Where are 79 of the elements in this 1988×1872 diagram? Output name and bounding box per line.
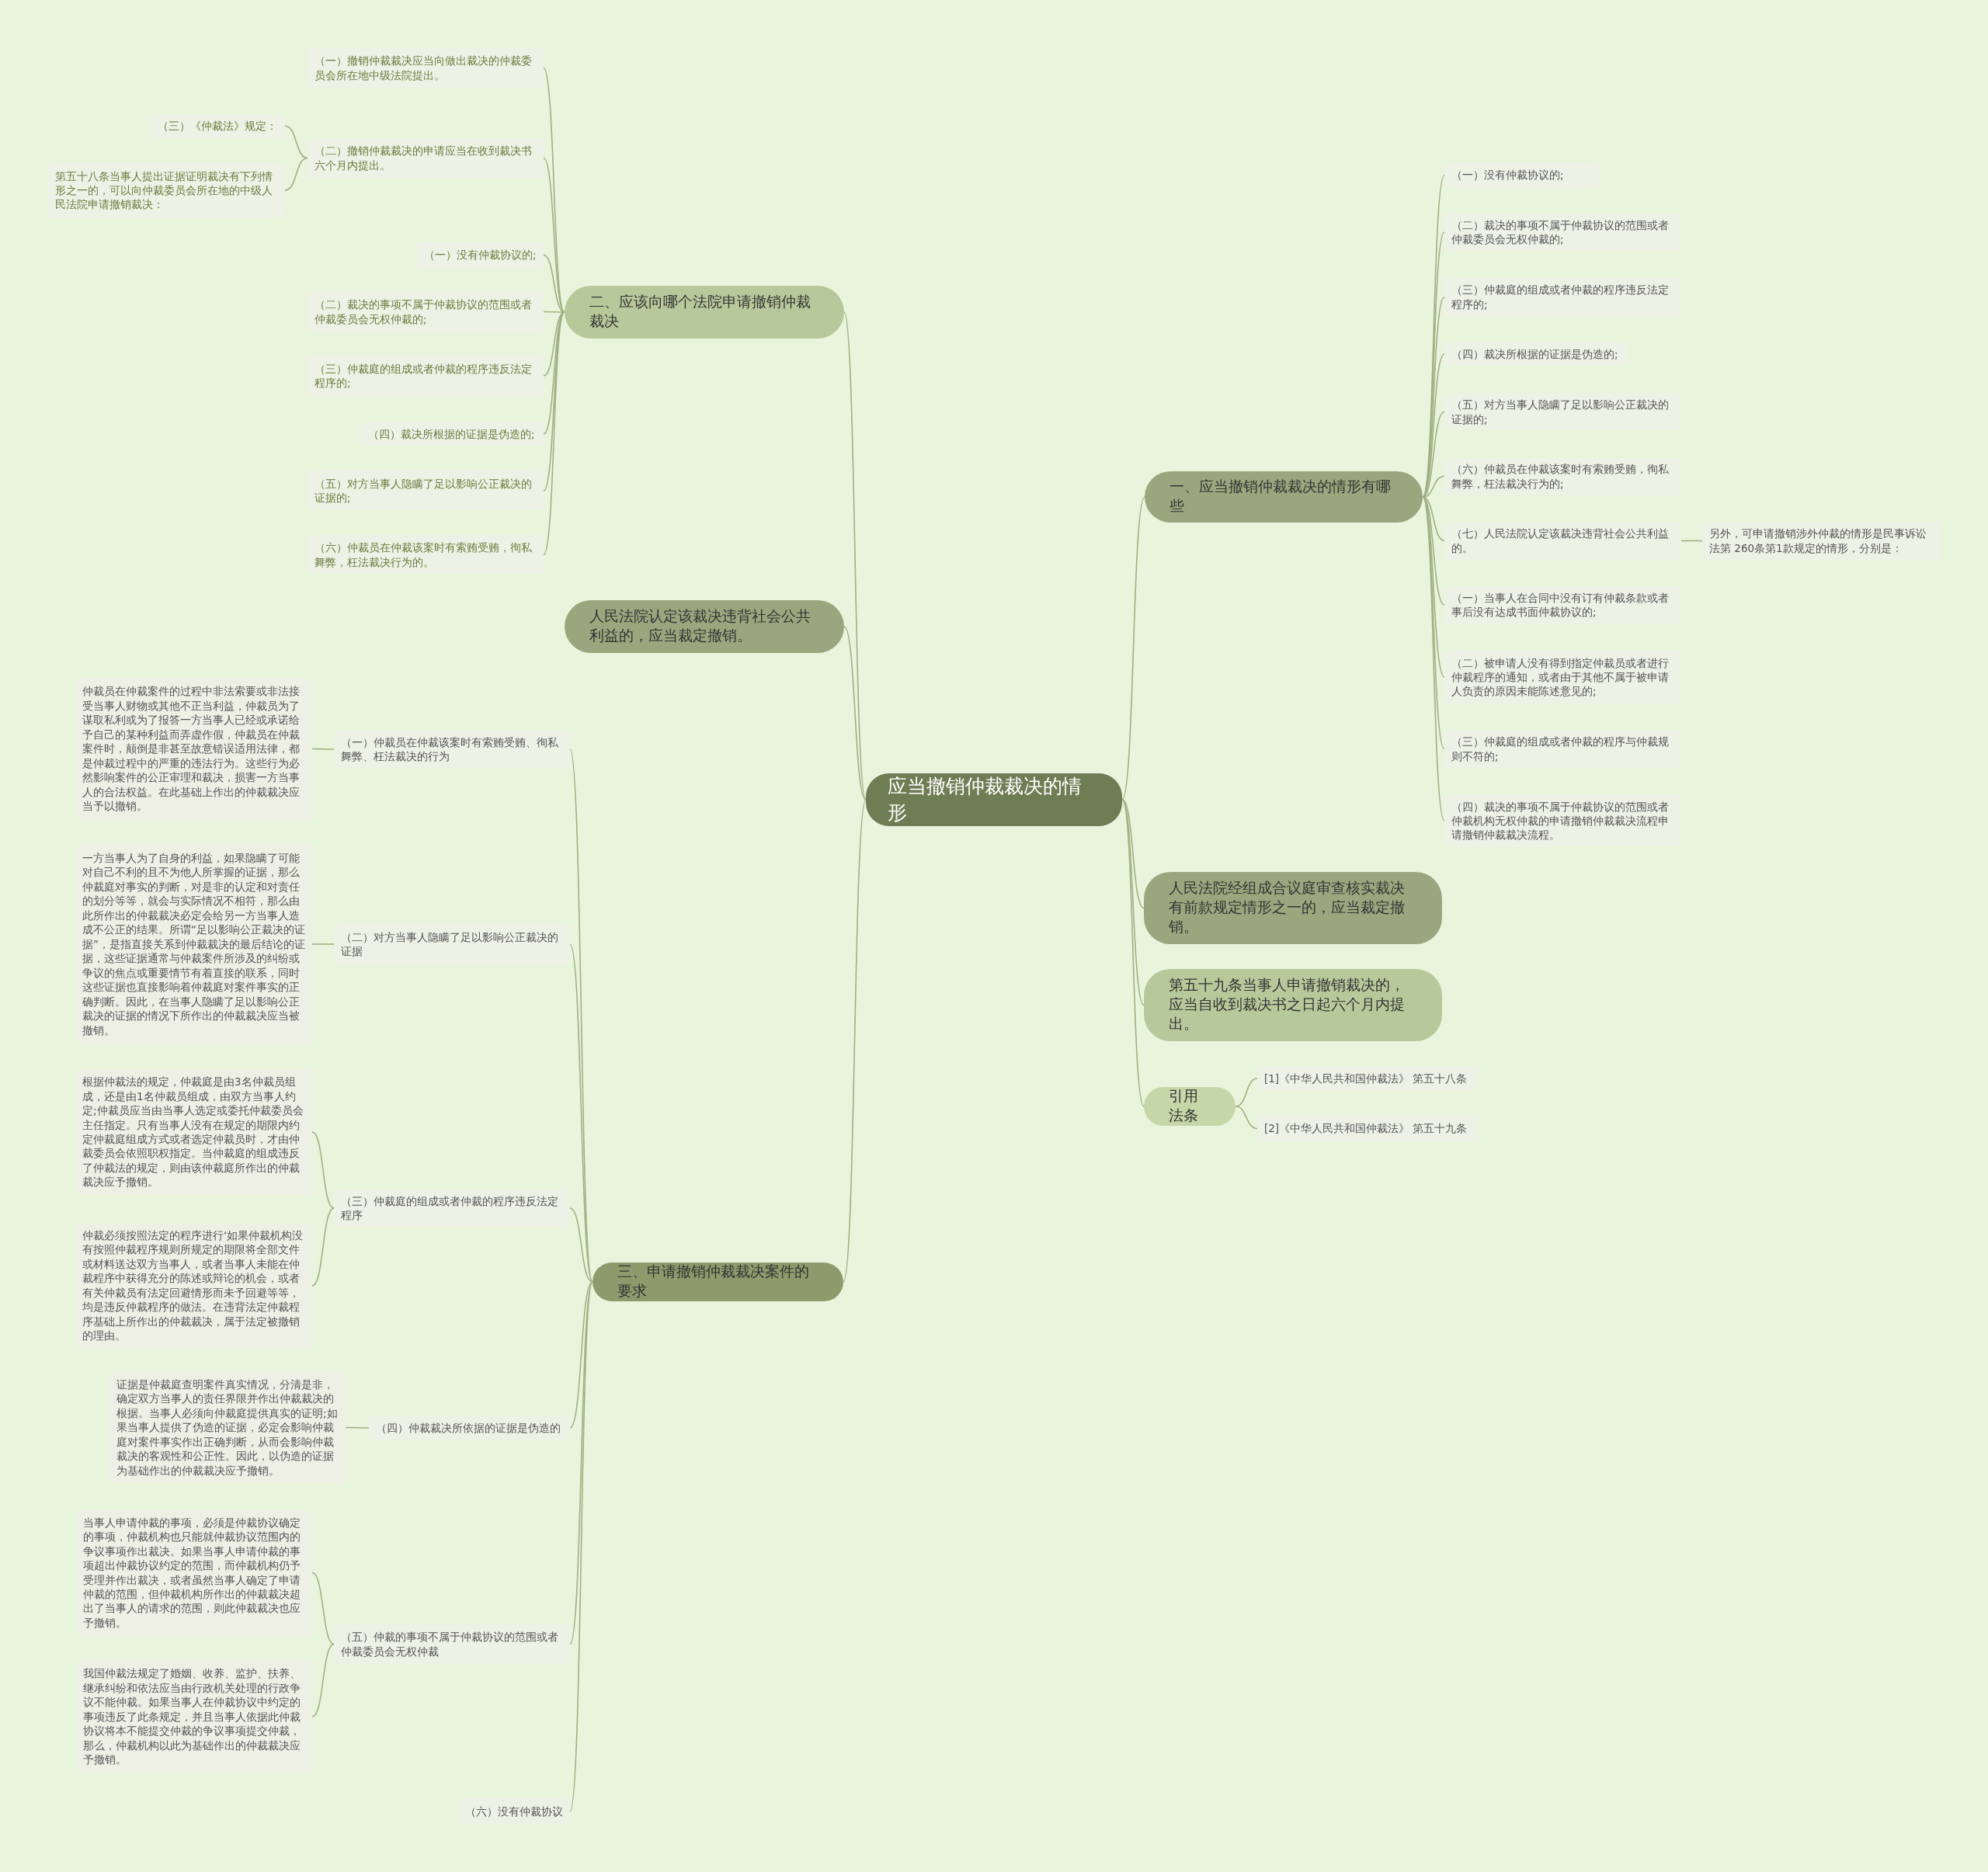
note-card: （三）《仲裁法》规定：: [151, 113, 285, 138]
note-card: 另外，可申请撤销涉外仲裁的情形是民事诉讼法第 260条第1款规定的情形，分别是：: [1702, 521, 1940, 561]
connector: [569, 1281, 593, 1429]
topic-pill: 第五十九条当事人申请撤销裁决的，应当自收到裁决书之日起六个月内提出。: [1144, 969, 1442, 1041]
note-card: （三）仲裁庭的组成或者仲裁的程序与仲裁规则不符的;: [1444, 730, 1681, 768]
detail-card: 一方当事人为了自身的利益，如果隐瞒了可能对自己不利的且不为他人所掌握的证据，那么仲裁庭对事实的判断，对是非的认定和对责任的划分等等，就会与实际情况不相符，那么由此所作出的仲裁裁决必定会给另一方当事人造成不公正的结果。所谓“足以影响公正裁决的证据”，是指直接关系到仲裁裁决的最后结论的证据，这些证据通常与仲裁案件所涉及的纠纷或争议的焦点或重要情节有着直接的联系，同时这些证据也直接影响着仲裁庭对案件事实的正确判断。因此，在当事人隐瞒了足以影响公正裁决的证据的情况下所作出的仲裁裁决应当被撤销。: [75, 845, 312, 1044]
topic-pill: 一、应当撤销仲裁裁决的情形有哪些: [1145, 471, 1423, 523]
note-card: （二）裁决的事项不属于仲裁协议的范围或者仲裁委员会无权仲裁的;: [308, 292, 544, 332]
connector: [311, 1131, 335, 1209]
connector: [1121, 798, 1145, 909]
note-card: [1]《中华人民共和国仲裁法》 第五十八条: [1257, 1066, 1478, 1091]
connector: [569, 943, 593, 1283]
note-card: （四）裁决的事项不属于仲裁协议的范围或者仲裁机构无权仲裁的申请撤销仲裁裁决流程申请撤销仲裁裁决流程。: [1444, 794, 1681, 847]
connector: [1121, 798, 1145, 1006]
note-card: （三）仲裁庭的组成或者仲裁的程序违反法定程序的;: [1444, 278, 1681, 316]
connector: [311, 748, 335, 750]
detail-card: 仲裁员在仲裁案件的过程中非法索要或非法接受当事人财物或其他不正当利益，仲裁员为了谋取私利或为了报答一方当事人已经或承诺给予自己的某种利益而弄虚作假，仲裁员在仲裁案件时，颠倒是非甚至故意错误适用法律，都是仲裁过程中的严重的违法行为。这些行为必然影响案件的公正审理和裁决，损害一方当事人的合法权益。在此基础上作出的仲裁裁决应当予以撤销。: [75, 679, 312, 819]
note-card: （二）撤销仲裁裁决的申请应当在收到裁决书六个月内提出。: [308, 138, 544, 178]
topic-pill: 人民法院经组成合议庭审查核实裁决有前款规定情形之一的，应当裁定撤销。: [1144, 872, 1442, 944]
connector: [1121, 798, 1145, 1107]
topic-pill: 三、申请撤销仲裁裁决案件的要求: [593, 1262, 843, 1301]
connector: [543, 311, 565, 556]
note-card: （一）没有仲裁协议的;: [1444, 163, 1600, 187]
connector: [843, 798, 867, 1283]
connector: [311, 1643, 335, 1717]
connector: [1422, 231, 1445, 498]
note-card: （四）裁决所根据的证据是伪造的;: [361, 422, 544, 446]
connector: [1235, 1106, 1258, 1130]
detail-card: 仲裁必须按照法定的程序进行‘如果仲裁机构没有按照仲裁程序规则所规定的期限将全部文件或材料送达双方当事人，或者当事人未能在仲裁程序中获得充分的陈述或辩论的机会，或者有关仲裁员有法定回避情形而未予回避等等，均是违反仲裁程序的做法。在违背法定仲裁程序基础上所作出的仲裁裁决，属于法定被撤销的理由。: [75, 1224, 312, 1348]
detail-card: 当事人申请仲裁的事项，必须是仲裁协议确定的事项，仲裁机构也只能就仲裁协议范围内的争议事项作出裁决。如果当事人申请仲裁的事项超出仲裁协议约定的范围，而仲裁机构仍予受理并作出裁决，或者虽然当事人确定了申请仲裁的范围，但仲裁机构所作出的仲裁裁决超出了当事人的请求的范围，则此仲裁裁决也应予撤销。: [76, 1510, 312, 1635]
connector: [569, 1207, 593, 1283]
connector: [1422, 475, 1445, 498]
note-card: （五）对方当事人隐瞒了足以影响公正裁决的证据的;: [308, 471, 544, 511]
connector: [311, 1207, 335, 1287]
central-topic-pill: 应当撤销仲裁裁决的情形: [866, 773, 1122, 826]
connector: [543, 157, 565, 313]
topic-pill: 人民法院认定该裁决违背社会公共利益的，应当裁定撤销。: [565, 600, 844, 653]
connector: [569, 1281, 593, 1645]
note-card: [2]《中华人民共和国仲裁法》 第五十九条: [1257, 1116, 1478, 1141]
detail-card: 证据是仲裁庭查明案件真实情况，分清是非，确定双方当事人的责任界限并作出仲裁裁决的根据。当事人必须向仲裁庭提供真实的证明;如果当事人提供了伪造的证据，必定会影响仲裁庭对案件事实作出正确判断，从而会影响仲裁裁决的客观性和公正性。因此，以伪造的证据为基础作出的仲裁裁决应予撤销。: [109, 1372, 346, 1483]
note-card: （二）对方当事人隐瞒了足以影响公正裁决的证据: [334, 925, 570, 964]
connector: [543, 254, 565, 313]
note-card: （四）仲裁裁决所依据的证据是伪造的: [369, 1415, 570, 1440]
note-card: （三）仲裁庭的组成或者仲裁的程序违反法定程序: [334, 1190, 570, 1227]
note-card: （一）没有仲裁协议的;: [417, 242, 544, 268]
connector: [543, 311, 565, 491]
note-card: （五）对方当事人隐瞒了足以影响公正裁决的证据的;: [1444, 393, 1681, 431]
note-card: （三）仲裁庭的组成或者仲裁的程序违反法定程序的;: [308, 356, 544, 396]
connector: [843, 626, 867, 801]
connector: [843, 311, 867, 801]
note-card: （一）仲裁员在仲裁该案时有索贿受贿、徇私舞弊、枉法裁决的行为: [334, 730, 570, 769]
note-card: 第五十八条当事人提出证据证明裁决有下列情形之一的，可以向仲裁委员会所在地的中级人民法院申请撤销裁决：: [48, 163, 285, 217]
detail-card: 我国仲裁法规定了婚姻、收养、监护、扶养、继承纠纷和依法应当由行政机关处理的行政争议不能仲裁。如果当事人在仲裁协议中约定的事项违反了此条规定，并且当事人依据此仲裁协议将本不能提交仲裁的争议事项提交仲裁，那么，仲裁机构以此为基础作出的仲裁裁决应予撤销。: [76, 1661, 312, 1773]
connector: [311, 1572, 335, 1645]
connector: [1422, 496, 1445, 606]
note-card: （二）被申请人没有得到指定仲裁员或者进行仲裁程序的通知，或者由于其他不属于被申请人负责的原因未能陈述意见的;: [1444, 651, 1681, 703]
note-card: （一）撤销仲裁裁决应当向做出裁决的仲裁委员会所在地中级法院提出。: [308, 48, 544, 88]
note-card: （六）仲裁员在仲裁该案时有索贿受贿，徇私舞弊，枉法裁决行为的;: [1444, 457, 1681, 495]
connector: [569, 1281, 593, 1812]
connector: [1680, 540, 1703, 542]
note-card: （一）当事人在合同中没有订有仲裁条款或者事后没有达成书面仲裁协议的;: [1444, 585, 1681, 624]
connector: [284, 157, 308, 191]
connector: [284, 125, 308, 159]
note-card: （六）仲裁员在仲裁该案时有索贿受贿，徇私舞弊，枉法裁决行为的。: [308, 535, 544, 575]
note-card: （六）没有仲裁协议: [458, 1798, 570, 1825]
connector: [345, 1426, 370, 1429]
note-card: （五）仲裁的事项不属于仲裁协议的范围或者仲裁委员会无权仲裁: [334, 1624, 570, 1664]
topic-pill: 二、应该向哪个法院申请撤销仲裁裁决: [565, 286, 844, 339]
note-card: （四）裁决所根据的证据是伪造的;: [1444, 342, 1627, 366]
connector: [543, 311, 565, 377]
topic-pill: 引用法条: [1144, 1087, 1236, 1126]
connector: [1121, 496, 1145, 801]
note-card: （七）人民法院认定该裁决违背社会公共利益的。: [1444, 521, 1681, 561]
connector: [311, 943, 335, 945]
connector: [543, 67, 565, 313]
connector: [1422, 496, 1445, 821]
note-card: （二）裁决的事项不属于仲裁协议的范围或者仲裁委员会无权仲裁的;: [1444, 214, 1681, 251]
connector: [1422, 496, 1445, 750]
detail-card: 根据仲裁法的规定，仲裁庭是由3名仲裁员组成，还是由1名仲裁员组成，由双方当事人约定;仲裁员应当由当事人选定或委托仲裁委员会主任指定。只有当事人没有在规定的期限内约定仲裁庭组成方式或者选定仲裁员时，才由仲裁委员会依照职权指定。当仲裁庭的组成违反了仲裁法的规定，则由该仲裁庭所作出的仲裁裁决应予撤销。: [75, 1069, 312, 1195]
